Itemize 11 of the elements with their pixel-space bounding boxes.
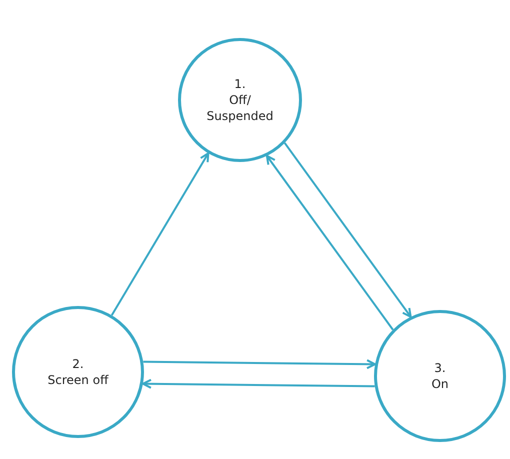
arrow — [266, 154, 394, 330]
state-label: Off/ Suspended — [206, 92, 274, 124]
state-label: On — [431, 376, 449, 392]
arrow — [110, 152, 210, 316]
arrow — [143, 359, 376, 370]
arrow — [142, 378, 375, 389]
arrow — [284, 142, 412, 318]
state-number: 3. — [434, 360, 446, 376]
state-label: Screen off — [48, 372, 108, 388]
state-number: 1. — [234, 76, 246, 92]
state-number: 2. — [72, 356, 84, 372]
